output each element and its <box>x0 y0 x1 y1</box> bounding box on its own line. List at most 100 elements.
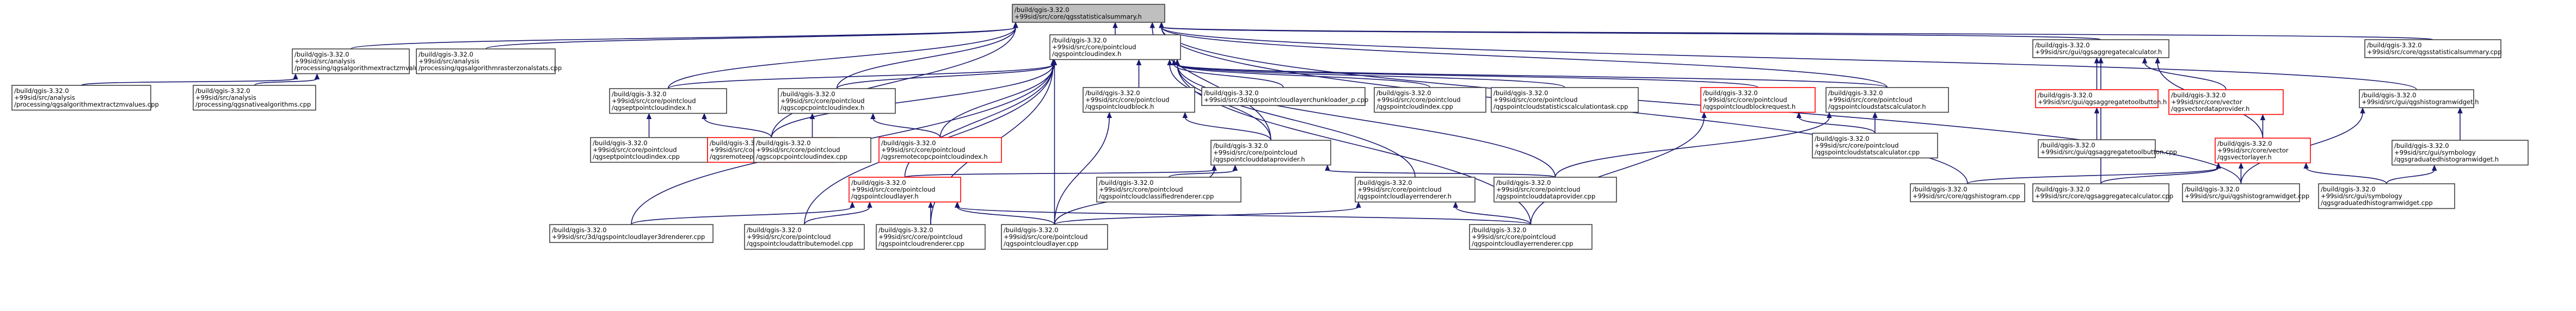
node-label-line: /build/qgis-3.32.0 <box>1004 226 1059 234</box>
graph-node-root[interactable]: /build/qgis-3.32.0+99sid/src/core/qgssta… <box>1012 4 1165 23</box>
graph-node-pcdp-h[interactable]: /build/qgis-3.32.0+99sid/src/core/pointc… <box>1210 140 1331 166</box>
graph-node-histogram-cpp[interactable]: /build/qgis-3.32.0+99sid/src/core/qgshis… <box>1910 183 2025 202</box>
node-label-line: /build/qgis-3.32.0 <box>1376 89 1431 97</box>
node-label-line: +99sid/src/core/vector <box>2171 98 2242 106</box>
graph-node-pcindex-h[interactable]: /build/qgis-3.32.0+99sid/src/core/pointc… <box>1049 34 1181 60</box>
graph-node-graduated-cpp[interactable]: /build/qgis-3.32.0+99sid/src/gui/symbolo… <box>2318 183 2455 209</box>
graph-node-graduated-h[interactable]: /build/qgis-3.32.0+99sid/src/gui/symbolo… <box>2391 140 2529 166</box>
graph-node-copcpc-cpp[interactable]: /build/qgis-3.32.0+99sid/src/core/pointc… <box>753 137 871 163</box>
node-label-line: +99sid/src/analysis <box>294 58 355 65</box>
node-label-line: /build/qgis-3.32.0 <box>552 226 607 234</box>
node-label-line: /build/qgis-3.32.0 <box>851 179 906 186</box>
node-box <box>849 177 961 203</box>
include-edge <box>1168 164 1238 178</box>
node-label-line: +99sid/src/gui/symbology <box>2321 192 2402 200</box>
include-edge <box>1054 111 1112 225</box>
node-label-line: /build/qgis-3.32.0 <box>1204 89 1259 97</box>
graph-node-nativealg-cpp[interactable]: /build/qgis-3.32.0+99sid/src/analysis/pr… <box>193 85 316 111</box>
graph-node-pcstatcalc-cpp[interactable]: /build/qgis-3.32.0+99sid/src/core/pointc… <box>1812 133 1938 159</box>
graph-node-algmv-h[interactable]: /build/qgis-3.32.0+99sid/src/analysis/pr… <box>292 48 432 74</box>
include-edge <box>2142 57 2227 90</box>
graph-node-pcl3d-cpp[interactable]: /build/qgis-3.32.0+99sid/src/3d/qgspoint… <box>549 224 714 243</box>
node-label-line: /qgspointcloudblock.h <box>1085 103 1154 110</box>
graph-node-pclayer-cpp[interactable]: /build/qgis-3.32.0+99sid/src/core/pointc… <box>1001 224 1108 250</box>
graph-node-vecdp-h[interactable]: /build/qgis-3.32.0+99sid/src/core/vector… <box>2168 89 2284 115</box>
node-label-line: /build/qgis-3.32.0 <box>2321 185 2376 193</box>
graph-node-remotecopc-h[interactable]: /build/qgis-3.32.0+99sid/src/core/pointc… <box>878 137 1002 163</box>
node-box <box>1812 133 1938 159</box>
node-label-line: /qgscopcpointcloudindex.cpp <box>756 153 847 160</box>
include-edge <box>1112 22 1118 35</box>
graph-node-histw-cpp[interactable]: /build/qgis-3.32.0+99sid/src/gui/qgshist… <box>2182 183 2309 202</box>
node-box <box>1374 87 1486 113</box>
graph-node-statsum-cpp[interactable]: /build/qgis-3.32.0+99sid/src/core/qgssta… <box>2364 39 2501 58</box>
graph-node-eptpc-cpp[interactable]: /build/qgis-3.32.0+99sid/src/core/pointc… <box>590 137 708 163</box>
node-label-line: +99sid/src/core/pointcloud <box>881 146 966 154</box>
graph-node-pcindex-cpp[interactable]: /build/qgis-3.32.0+99sid/src/core/pointc… <box>1374 87 1486 113</box>
node-label-line: /build/qgis-3.32.0 <box>780 90 835 98</box>
include-edge <box>1530 111 1707 225</box>
node-label-line: +99sid/src/core/pointcloud <box>1828 96 1913 104</box>
node-box <box>609 88 727 114</box>
node-box <box>753 137 871 163</box>
node-box <box>1355 177 1475 203</box>
node-label-line: +99sid/src/core/qgsaggregatecalculator.c… <box>2035 192 2173 200</box>
graph-node-algrast-cpp[interactable]: /build/qgis-3.32.0+99sid/src/analysis/pr… <box>416 48 562 74</box>
graph-node-chunkloader-cpp[interactable]: /build/qgis-3.32.0+99sid/src/3d/qgspoint… <box>1201 87 1368 106</box>
include-edge <box>1796 111 1876 134</box>
include-edge <box>667 59 1056 89</box>
node-box <box>2182 183 2300 202</box>
graph-node-aggtb-cpp[interactable]: /build/qgis-3.32.0+99sid/src/gui/qgsaggr… <box>2038 139 2177 158</box>
graph-node-aggcalc-h[interactable]: /build/qgis-3.32.0+99sid/src/gui/qgsaggr… <box>2032 39 2169 58</box>
node-box <box>1825 87 1949 113</box>
node-label-line: +99sid/src/gui/qgshistogramwidget.h <box>2362 98 2479 106</box>
graph-node-pclayer-h[interactable]: /build/qgis-3.32.0+99sid/src/core/pointc… <box>849 177 961 203</box>
node-box <box>2032 39 2169 58</box>
node-label-line: /qgseptpointcloudindex.cpp <box>593 153 680 160</box>
node-label-line: /qgspointcloudblockrequest.h <box>1703 103 1796 110</box>
node-box <box>778 88 896 114</box>
node-label-line: +99sid/src/core/pointcloud <box>1703 96 1787 104</box>
node-label-line: +99sid/src/core/pointcloud <box>1472 233 1556 241</box>
node-label-line: +99sid/src/core/pointcloud <box>1496 186 1581 194</box>
graph-node-pcdp-cpp[interactable]: /build/qgis-3.32.0+99sid/src/core/pointc… <box>1493 177 1617 203</box>
node-label-line: +99sid/src/core/pointcloud <box>1493 96 1578 104</box>
node-box <box>1201 87 1366 106</box>
node-label-line: /qgspointcloudindex.h <box>1052 50 1121 58</box>
graph-node-veclayer-h[interactable]: /build/qgis-3.32.0+99sid/src/core/vector… <box>2215 138 2311 164</box>
graph-node-pcrend-cpp[interactable]: /build/qgis-3.32.0+99sid/src/core/pointc… <box>876 224 986 250</box>
include-edge <box>955 201 1532 225</box>
graph-node-aggtb-h[interactable]: /build/qgis-3.32.0+99sid/src/gui/qgsaggr… <box>2035 89 2167 108</box>
graph-node-pcattrmodel-cpp[interactable]: /build/qgis-3.32.0+99sid/src/core/pointc… <box>744 224 865 250</box>
include-edge <box>809 113 815 138</box>
node-label-line: /build/qgis-3.32.0 <box>1085 89 1140 97</box>
graph-node-pclrend-cpp[interactable]: /build/qgis-3.32.0+99sid/src/core/pointc… <box>1469 224 1593 250</box>
graph-node-aggcalc-cpp[interactable]: /build/qgis-3.32.0+99sid/src/core/qgsagg… <box>2032 183 2173 202</box>
graph-node-algmv-cpp[interactable]: /build/qgis-3.32.0+99sid/src/analysis/pr… <box>11 85 159 111</box>
graph-node-pcblockreq-h[interactable]: /build/qgis-3.32.0+99sid/src/core/pointc… <box>1700 87 1816 113</box>
node-label-line: +99sid/src/analysis <box>14 94 75 102</box>
node-label-line: +99sid/src/core/vector <box>2217 147 2289 154</box>
include-edge <box>771 22 1018 138</box>
node-label-line: /build/qgis-3.32.0 <box>593 139 648 147</box>
include-edge <box>2260 114 2266 139</box>
node-label-line: +99sid/src/3d/qgspointcloudlayer3drender… <box>552 233 705 241</box>
graph-node-pcblock-h[interactable]: /build/qgis-3.32.0+99sid/src/core/pointc… <box>1083 87 1195 113</box>
graph-node-pcstattask-cpp[interactable]: /build/qgis-3.32.0+99sid/src/core/pointc… <box>1491 87 1639 113</box>
node-label-line: /build/qgis-3.32.0 <box>1815 135 1870 142</box>
graph-node-histw-h[interactable]: /build/qgis-3.32.0+99sid/src/gui/qgshist… <box>2359 89 2479 108</box>
graph-node-eptpc-h[interactable]: /build/qgis-3.32.0+99sid/src/core/pointc… <box>609 88 727 114</box>
include-edge <box>2457 107 2463 141</box>
graph-node-classrend-cpp[interactable]: /build/qgis-3.32.0+99sid/src/core/pointc… <box>1096 177 1241 203</box>
node-box <box>1001 224 1108 250</box>
graph-node-pclrend-h[interactable]: /build/qgis-3.32.0+99sid/src/core/pointc… <box>1355 177 1475 203</box>
node-box <box>2168 89 2284 115</box>
node-label-line: /qgspointcloudstatscalculator.cpp <box>1815 148 1920 156</box>
graph-node-copcpc-h[interactable]: /build/qgis-3.32.0+99sid/src/core/pointc… <box>778 88 896 114</box>
include-edge <box>1175 59 1888 88</box>
graph-node-pcstatcalc-h[interactable]: /build/qgis-3.32.0+99sid/src/core/pointc… <box>1825 87 1949 113</box>
node-label-line: +99sid/src/core/qgsstatisticalsummary.cp… <box>2367 48 2501 56</box>
node-label-line: +99sid/src/core/pointcloud <box>1815 142 1899 150</box>
include-edge <box>1052 59 1058 225</box>
node-box <box>2391 140 2529 166</box>
